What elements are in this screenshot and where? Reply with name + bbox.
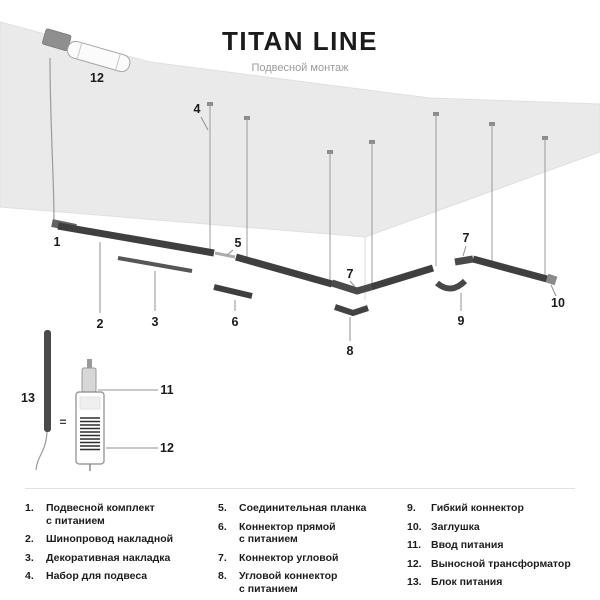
legend-column-1: 1. Подвесной комплект с питанием 2. Шино… xyxy=(25,502,217,600)
end-cap xyxy=(545,273,558,286)
corner-connector-a xyxy=(330,279,372,295)
legend-item: 12. Выносной трансформатор xyxy=(407,558,575,571)
legend-item-label: Гибкий коннектор xyxy=(431,502,524,514)
callout-12-top: 12 xyxy=(90,71,104,85)
legend: 1. Подвесной комплект с питанием 2. Шино… xyxy=(25,488,575,600)
legend-item: 2. Шинопровод накладной xyxy=(25,533,217,546)
legend-item-number: 13. xyxy=(407,576,422,589)
callout-7-left: 7 xyxy=(347,267,354,281)
corner-feed-connector xyxy=(334,304,369,317)
legend-item-label: Коннектор угловой xyxy=(239,551,339,564)
track-segment-left xyxy=(57,222,215,257)
legend-item-number: 12. xyxy=(407,557,422,570)
page-subtitle: Подвесной монтаж xyxy=(251,62,349,74)
legend-item-label: Соединительная планка xyxy=(239,502,367,514)
callout-10: 10 xyxy=(551,296,565,310)
legend-item-number: 2. xyxy=(25,533,34,546)
legend-item-label: Блок питания xyxy=(431,576,503,589)
callout-7-right: 7 xyxy=(463,231,470,245)
legend-item-number: 11. xyxy=(407,539,422,552)
legend-item-number: 9. xyxy=(407,502,416,514)
legend-item-label: Коннектор прямой с питанием xyxy=(239,520,336,546)
straight-feed-connector xyxy=(213,284,253,299)
legend-item: 8. Угловой коннектор с питанием xyxy=(218,570,406,595)
legend-item-number: 4. xyxy=(25,570,34,583)
legend-item: 3. Декоративная накладка xyxy=(25,552,217,565)
callout-1: 1 xyxy=(54,235,61,249)
legend-item-label: Угловой коннектор с питанием xyxy=(239,570,338,595)
transformer-tube xyxy=(66,40,131,73)
transformer-tube-seam xyxy=(115,53,121,71)
legend-column-3: 9. Гибкий коннектор 10. Заглушка 11. Вво… xyxy=(407,502,575,600)
psu-pin xyxy=(87,359,92,368)
installation-diagram: 12 4 1 2 3 5 6 7 8 9 7 10 13 11 12 = xyxy=(0,21,600,471)
track-segment-right-b xyxy=(472,255,548,283)
callout-3: 3 xyxy=(152,315,159,329)
legend-item-number: 8. xyxy=(218,570,227,583)
leader-line-7a xyxy=(349,280,356,288)
legend-item-label: Декоративная накладка xyxy=(46,551,171,564)
track-segment-right-a xyxy=(369,264,435,291)
psu-label-area xyxy=(79,396,101,410)
power-input-connector xyxy=(81,367,97,393)
callout-2: 2 xyxy=(97,317,104,331)
transformer-mount-box xyxy=(42,28,72,51)
legend-column-2: 5. Соединительная планка 6. Коннектор пр… xyxy=(218,502,406,600)
legend-item-label: Заглушка xyxy=(431,520,480,533)
leader-line-10 xyxy=(550,284,557,297)
legend-item-label: Набор для подвеса xyxy=(46,570,148,583)
legend-item-label: Шинопровод накладной xyxy=(46,533,174,546)
corner-connector-b xyxy=(454,255,474,266)
power-feed-wire xyxy=(49,57,55,221)
legend-item: 13. Блок питания xyxy=(407,576,575,589)
legend-item: 10. Заглушка xyxy=(407,521,575,534)
remote-transformer-illustration xyxy=(42,28,131,73)
callout-6: 6 xyxy=(232,315,239,329)
leader-line-7b xyxy=(462,245,467,257)
legend-item-label: Выносной трансформатор xyxy=(431,557,571,570)
decorative-cover xyxy=(117,256,193,273)
flexible-connector xyxy=(435,278,468,292)
leader-line-5 xyxy=(226,249,234,256)
callout-5: 5 xyxy=(235,236,242,250)
callout-4: 4 xyxy=(194,102,201,116)
equals-sign: = xyxy=(59,415,66,429)
legend-item: 9. Гибкий коннектор xyxy=(407,502,575,515)
callout-12-bottom: 12 xyxy=(160,441,174,455)
callout-11: 11 xyxy=(160,383,173,397)
legend-item: 6. Коннектор прямой с питанием xyxy=(218,521,406,546)
legend-item: 7. Коннектор угловой xyxy=(218,552,406,565)
header: TITAN LINE Подвесной монтаж xyxy=(0,26,600,74)
legend-item-label: Подвесной комплект с питанием xyxy=(46,502,155,527)
transformer-tube-seam xyxy=(76,42,83,60)
track-segment-mid xyxy=(235,253,333,288)
legend-item-number: 7. xyxy=(218,551,227,564)
power-supply-strip xyxy=(44,330,51,432)
page-title: TITAN LINE xyxy=(221,26,379,56)
legend-item: 4. Набор для подвеса xyxy=(25,570,217,583)
legend-item-label: Ввод питания xyxy=(431,539,504,552)
legend-item-number: 1. xyxy=(25,502,34,514)
power-strip-wire xyxy=(35,431,48,471)
legend-item-number: 3. xyxy=(25,551,34,564)
leader-line-4 xyxy=(200,116,209,131)
callout-13: 13 xyxy=(21,391,35,405)
callout-9: 9 xyxy=(458,314,465,328)
legend-item-number: 6. xyxy=(218,520,227,533)
connecting-plate xyxy=(214,251,236,259)
legend-item: 5. Соединительная планка xyxy=(218,502,406,515)
callout-8: 8 xyxy=(347,344,354,358)
legend-item-number: 5. xyxy=(218,502,227,514)
legend-item: 11. Ввод питания xyxy=(407,539,575,552)
legend-item-number: 10. xyxy=(407,520,422,533)
legend-item: 1. Подвесной комплект с питанием xyxy=(25,502,217,527)
ceiling-plane xyxy=(0,21,600,238)
psu-vents xyxy=(80,417,100,451)
